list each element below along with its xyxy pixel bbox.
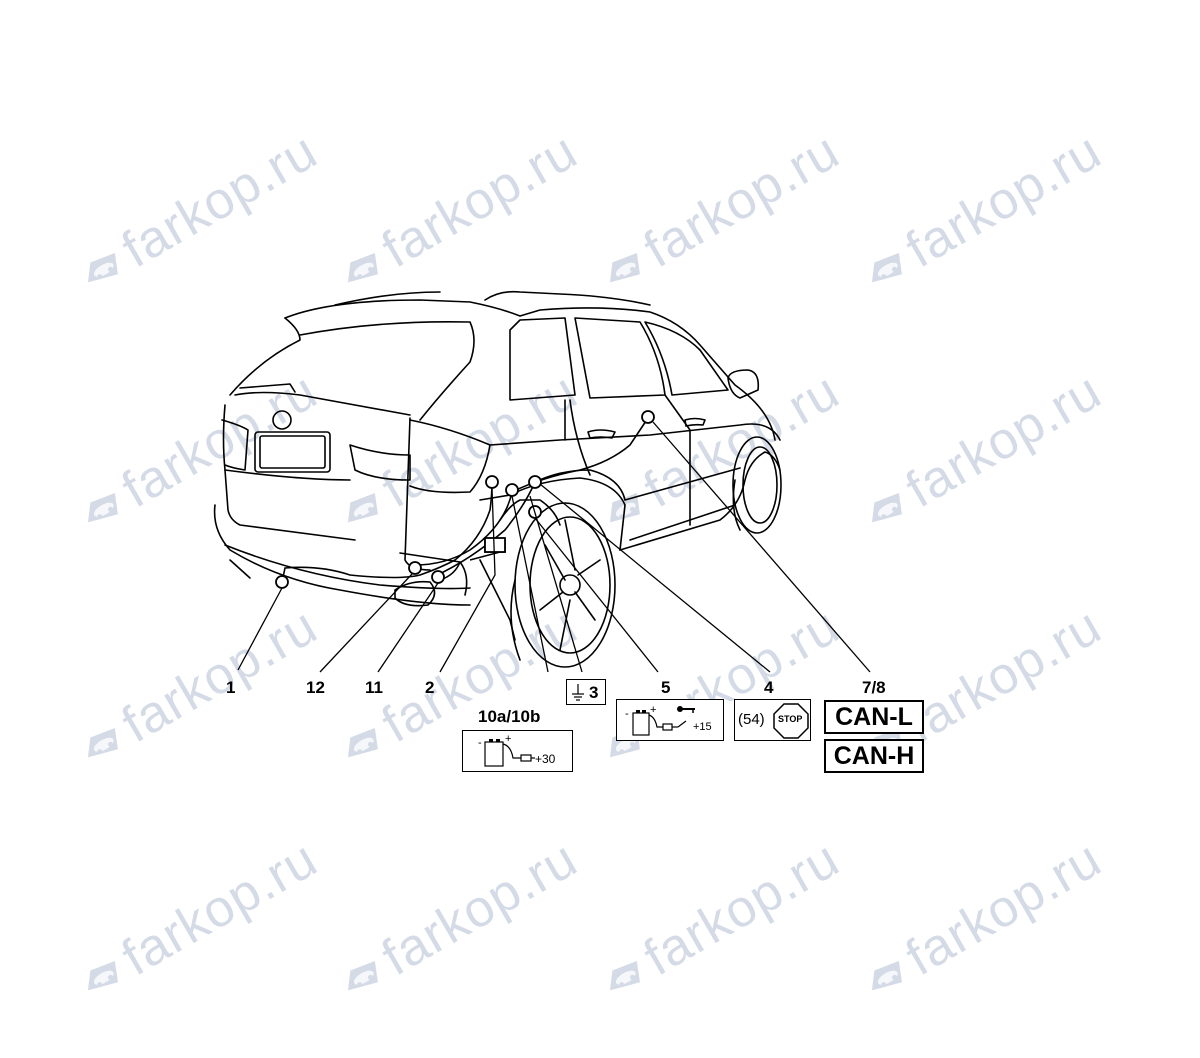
stop-sign-text: STOP: [778, 714, 803, 724]
brake-code: (54): [738, 711, 765, 728]
callout-1: 1: [226, 678, 236, 697]
watermark: farkop.ru: [851, 121, 1112, 306]
connector-2: [485, 475, 499, 489]
svg-text:+: +: [650, 704, 656, 716]
watermark: farkop.ru: [327, 361, 588, 546]
module-box: [484, 537, 506, 553]
svg-text:-: -: [625, 708, 629, 720]
car-logo-icon: [871, 492, 902, 523]
connector-12: [408, 561, 422, 575]
car-logo-icon: [347, 727, 378, 758]
car-logo-icon: [87, 492, 118, 523]
car-logo-icon: [609, 252, 640, 283]
ignition-15-box: - + +15: [616, 699, 724, 741]
watermark: farkop.ru: [589, 121, 850, 306]
callout-4: 4: [764, 678, 774, 697]
connector-4: [528, 475, 542, 489]
car-logo-icon: [347, 960, 378, 991]
car-logo-icon: [87, 960, 118, 991]
connector-10: [505, 483, 519, 497]
watermark: farkop.ru: [851, 361, 1112, 546]
watermark: farkop.ru: [851, 829, 1112, 1014]
stop-sign-icon: [773, 703, 809, 739]
watermark: farkop.ru: [589, 829, 850, 1014]
connector-points: [275, 410, 655, 589]
connector-78: [641, 410, 655, 424]
watermark: farkop.ru: [327, 829, 588, 1014]
car-logo-icon: [347, 252, 378, 283]
ignition-15-label: +15: [693, 721, 712, 733]
watermark: farkop.ru: [67, 596, 328, 781]
watermark: farkop.ru: [67, 361, 328, 546]
callout-11: 11: [365, 678, 383, 697]
battery-icon: - +: [478, 733, 535, 767]
connector-11: [431, 570, 445, 584]
ground-icon: [572, 684, 584, 701]
ground-number: 3: [589, 683, 599, 702]
battery-30-label: +30: [535, 752, 556, 766]
car-logo-icon: [871, 252, 902, 283]
can-l-box: CAN-L: [824, 700, 924, 734]
brake-light-box: (54) STOP: [734, 699, 811, 741]
battery-key-icon: - +: [625, 704, 695, 736]
wiring-harness: [281, 417, 649, 583]
watermark: farkop.ru: [67, 829, 328, 1014]
battery-30-box: - + +30: [462, 730, 573, 772]
callout-2: 2: [425, 678, 435, 697]
car-logo-icon: [87, 252, 118, 283]
callout-12: 12: [306, 678, 325, 697]
callout-5: 5: [661, 678, 671, 697]
watermark: farkop.ru: [67, 121, 328, 306]
leader-lines: [237, 421, 871, 673]
car-logo-icon: [347, 492, 378, 523]
car-logo-icon: [87, 727, 118, 758]
ground-box: 3: [566, 679, 606, 705]
can-h-box: CAN-H: [824, 739, 924, 773]
car-logo-icon: [871, 960, 902, 991]
callout-78: 7/8: [862, 678, 886, 697]
watermark: farkop.ru: [327, 121, 588, 306]
svg-text:-: -: [478, 737, 482, 749]
watermark: farkop.ru: [327, 596, 588, 781]
car-outline: [213, 290, 782, 668]
callout-10: 10a/10b: [478, 707, 541, 726]
connector-1: [275, 575, 289, 589]
car-logo-icon: [609, 960, 640, 991]
svg-text:+: +: [505, 733, 511, 745]
